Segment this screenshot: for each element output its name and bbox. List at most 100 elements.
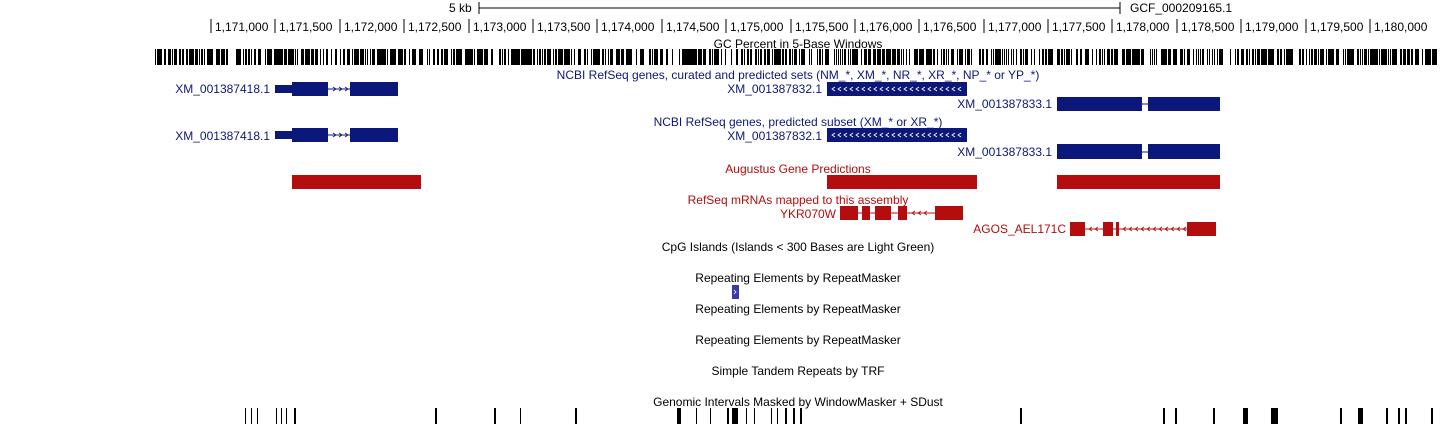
gene-XM_001387418.1[interactable] xyxy=(275,82,398,96)
mrna-AGOS_AEL171C[interactable] xyxy=(1070,222,1216,236)
gc-bar xyxy=(179,49,180,65)
gc-bar xyxy=(270,49,271,65)
repeat-element[interactable] xyxy=(732,285,739,299)
gc-bar xyxy=(828,49,829,65)
gc-bar xyxy=(652,49,653,65)
repeatmasker-track-title-3[interactable]: Repeating Elements by RepeatMasker xyxy=(695,333,901,347)
cpg-track-title[interactable]: CpG Islands (Islands < 300 Bases are Lig… xyxy=(661,240,935,254)
repeatmasker-track-title-2[interactable]: Repeating Elements by RepeatMasker xyxy=(695,302,901,316)
gc-bar xyxy=(1409,49,1410,65)
refseq-all-track-title[interactable]: NCBI RefSeq genes, curated and predicted… xyxy=(556,68,1040,82)
gc-bar xyxy=(274,49,275,65)
gc-bar xyxy=(1109,49,1110,65)
refseq-mrna-label[interactable]: YKR070W xyxy=(779,207,836,221)
gc-bar xyxy=(715,49,716,65)
gc-bar xyxy=(1289,49,1290,65)
ruler-tick-label: 1,173,500 xyxy=(537,20,591,34)
gc-bar xyxy=(1272,49,1273,65)
gene-XM_001387833.1[interactable] xyxy=(1057,144,1220,159)
refseq-all-gene-label[interactable]: XM_001387418.1 xyxy=(175,82,270,96)
augustus-prediction[interactable] xyxy=(292,175,421,189)
augustus-prediction[interactable] xyxy=(827,175,977,189)
gc-bar xyxy=(1271,49,1272,65)
gc-bar xyxy=(825,49,826,65)
gc-bar xyxy=(1418,49,1419,65)
gc-bar xyxy=(1253,49,1254,65)
gc-bar xyxy=(456,49,457,65)
gc-bar xyxy=(997,49,998,65)
masked-interval xyxy=(1163,408,1165,424)
gc-bar xyxy=(1311,49,1312,65)
gc-bar xyxy=(374,49,375,65)
gc-bar xyxy=(1385,49,1386,65)
gc-percent-track-title[interactable]: GC Percent in 5-Base Windows xyxy=(713,37,883,51)
gc-bar xyxy=(1209,49,1210,65)
repeatmasker-track-title-1[interactable]: Repeating Elements by RepeatMasker xyxy=(695,271,901,285)
gc-bar xyxy=(1114,49,1115,65)
gc-bar xyxy=(962,49,963,65)
strand-arrow xyxy=(1182,226,1187,232)
windowmasker-track-title[interactable]: Genomic Intervals Masked by WindowMasker… xyxy=(653,395,943,409)
gc-bar xyxy=(465,49,466,65)
refseq-all-gene-label[interactable]: XM_001387832.1 xyxy=(727,82,822,96)
gc-bar xyxy=(1162,49,1163,65)
gc-bar xyxy=(1188,49,1189,65)
gc-bar xyxy=(1143,49,1144,65)
gene-XM_001387418.1[interactable] xyxy=(275,128,398,142)
gc-bar xyxy=(1249,49,1250,65)
refseq-predicted-gene-label[interactable]: XM_001387418.1 xyxy=(175,129,270,143)
gc-bar xyxy=(255,49,256,65)
gc-bar xyxy=(1088,49,1089,65)
strand-arrow xyxy=(1158,226,1163,232)
gc-bar xyxy=(352,49,353,65)
gc-bar xyxy=(1360,49,1361,65)
gc-bar xyxy=(1221,49,1222,65)
refseq-predicted-gene-label[interactable]: XM_001387833.1 xyxy=(957,145,1052,159)
gc-bar xyxy=(183,49,184,65)
strand-arrow xyxy=(921,132,926,138)
augustus-track-title[interactable]: Augustus Gene Predictions xyxy=(725,162,871,176)
gc-bar xyxy=(1358,49,1359,65)
gc-bar xyxy=(603,49,604,65)
gc-bar xyxy=(1128,49,1129,65)
gc-bar xyxy=(1417,49,1418,65)
gc-bar xyxy=(384,49,385,65)
gc-percent-wiggle[interactable] xyxy=(155,49,1437,65)
gene-XM_001387832.1[interactable] xyxy=(827,128,967,142)
gene-XM_001387833.1[interactable] xyxy=(1057,97,1220,111)
gc-bar xyxy=(598,49,599,65)
gc-bar xyxy=(980,49,981,65)
gc-bar xyxy=(1390,49,1391,65)
trf-track-title[interactable]: Simple Tandem Repeats by TRF xyxy=(711,364,885,378)
gc-bar xyxy=(159,49,160,65)
gc-bar xyxy=(224,49,225,65)
gc-bar xyxy=(349,49,350,65)
gc-bar xyxy=(192,49,193,65)
gc-bar xyxy=(1377,49,1378,65)
augustus-prediction[interactable] xyxy=(1057,175,1220,189)
refseq-all-gene-label[interactable]: XM_001387833.1 xyxy=(957,97,1052,111)
gc-bar xyxy=(1290,49,1291,65)
gc-bar xyxy=(802,49,803,65)
gc-bar xyxy=(469,49,470,65)
windowmasker-intervals[interactable] xyxy=(245,408,1433,424)
gc-bar xyxy=(1435,49,1436,65)
refseq-predicted-track-title[interactable]: NCBI RefSeq genes, predicted subset (XM_… xyxy=(653,115,943,129)
gc-bar xyxy=(373,49,374,65)
refseq-predicted-gene-label[interactable]: XM_001387832.1 xyxy=(727,129,822,143)
gc-bar xyxy=(193,49,194,65)
gc-bar xyxy=(447,49,448,65)
gc-bar xyxy=(883,49,884,65)
gc-bar xyxy=(1202,49,1203,65)
gc-bar xyxy=(1013,49,1014,65)
refseq-mrna-label[interactable]: AGOS_AEL171C xyxy=(973,222,1066,236)
strand-arrow xyxy=(951,86,956,92)
gc-bar xyxy=(564,49,565,65)
gene-XM_001387832.1[interactable] xyxy=(827,82,967,96)
gc-bar xyxy=(1069,49,1070,65)
refseq-mrna-track-title[interactable]: RefSeq mRNAs mapped to this assembly xyxy=(687,193,909,207)
gc-bar xyxy=(394,49,395,65)
mrna-YKR070W[interactable] xyxy=(840,206,963,220)
gc-bar xyxy=(343,49,344,65)
